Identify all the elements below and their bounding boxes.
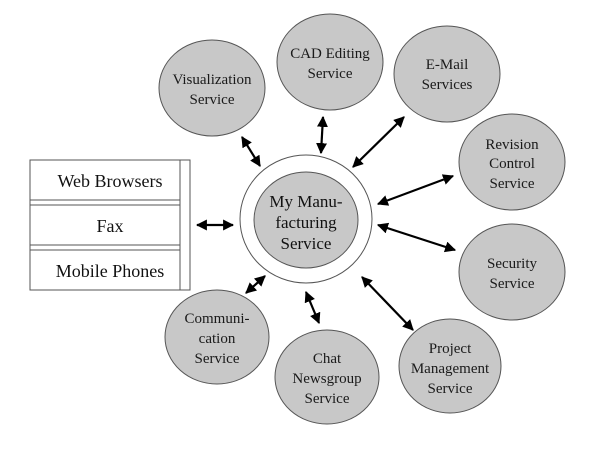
service-node-chat-newsgroup: Chat Newsgroup Service: [274, 329, 380, 425]
service-label-line: Newsgroup: [292, 371, 361, 387]
service-node-cad-editing: CAD Editing Service: [276, 13, 384, 111]
service-node-chat-newsgroup-shape: [274, 329, 380, 425]
center-label-line-3: Service: [281, 234, 332, 253]
service-node-security-shape: [458, 223, 566, 321]
service-node-project-management-shape: [398, 318, 502, 414]
service-label-line: Services: [422, 77, 473, 93]
service-node-visualization-shape: [158, 39, 266, 137]
service-label-line: cation: [199, 331, 236, 347]
service-label-line: Revision: [485, 137, 539, 153]
service-node-visualization: Visualization Service: [158, 39, 266, 137]
service-node-communication-shape: [164, 289, 270, 385]
arrow-communication: [245, 275, 266, 294]
arrow-visualization: [241, 136, 261, 167]
center-node: My Manu- facturing Service: [239, 154, 373, 284]
service-node-cad-editing-shape: [276, 13, 384, 111]
client-stack: Web Browsers Fax Mobile Phones: [29, 159, 191, 291]
service-label-line: CAD Editing: [290, 46, 370, 62]
connector-arrows: [195, 115, 457, 331]
arrow-revision-control: [376, 174, 455, 206]
arrow-cad-editing: [316, 115, 328, 155]
service-label-line: Management: [411, 361, 490, 377]
client-box-fax: [29, 204, 181, 246]
arrow-chat-newsgroup: [304, 290, 321, 325]
service-label-line: Chat: [313, 351, 342, 367]
service-label-line: Communi-: [184, 311, 249, 327]
service-node-project-management: Project Management Service: [398, 318, 502, 414]
service-node-revision-control-shape: [458, 113, 566, 211]
center-label-line-2: facturing: [275, 213, 337, 232]
service-label-line: Visualization: [172, 72, 252, 88]
service-label-line: Service: [308, 66, 353, 82]
service-node-security: Security Service: [458, 223, 566, 321]
service-label-line: Security: [487, 256, 537, 272]
client-label-fax: Fax: [97, 216, 124, 236]
center-label-line-1: My Manu-: [269, 192, 343, 211]
service-node-revision-control: Revision Control Service: [458, 113, 566, 211]
center-node-inner: [253, 171, 359, 269]
client-box-web-browsers: [29, 159, 181, 201]
service-label-line: Service: [490, 176, 535, 192]
client-label-web-browsers: Web Browsers: [57, 171, 162, 191]
service-label-line: Control: [489, 156, 535, 172]
service-label-line: Service: [305, 391, 350, 407]
service-node-email-shape: [393, 25, 501, 123]
service-node-communication: Communi- cation Service: [164, 289, 270, 385]
service-label-line: Service: [428, 381, 473, 397]
service-label-line: Service: [190, 92, 235, 108]
service-label-line: Project: [429, 341, 472, 357]
arrow-email: [352, 116, 405, 168]
client-label-mobile-phones: Mobile Phones: [56, 261, 165, 281]
service-label-line: Service: [490, 276, 535, 292]
service-node-email: E-Mail Services: [393, 25, 501, 123]
client-box-mobile-phones: [29, 249, 181, 291]
service-label-line: E-Mail: [426, 57, 469, 73]
service-label-line: Service: [195, 351, 240, 367]
arrow-security: [376, 222, 457, 253]
arrow-project-management: [361, 276, 414, 331]
